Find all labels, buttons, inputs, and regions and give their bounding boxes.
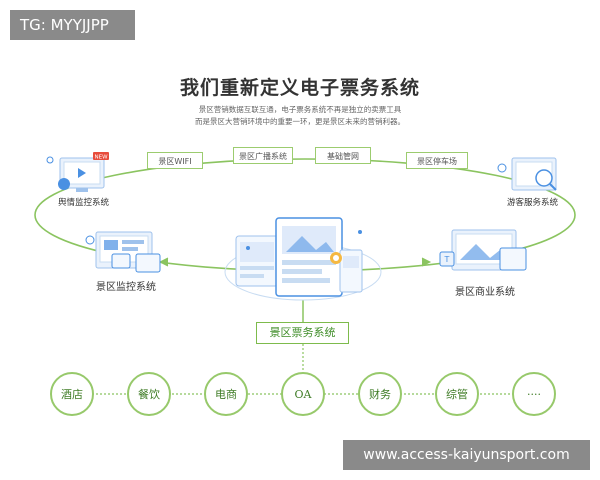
svg-text:T: T xyxy=(444,255,450,264)
page-title: 我们重新定义电子票务系统 xyxy=(179,77,420,99)
central-platform-icon xyxy=(224,217,382,301)
new-badge-text: NEW xyxy=(94,155,108,161)
box-scenic-wifi: 景区WIFI xyxy=(147,152,203,169)
subtitle-line-1: 景区营销数据互联互通，电子票务系统不再是独立的卖票工具 xyxy=(198,105,402,114)
subtitle-line-2: 而是景区大营销环境中的重要一环，更是景区未来的营销利器。 xyxy=(195,117,405,126)
site-url-banner: www.access-kaiyunsport.com xyxy=(343,440,590,470)
label-public-opinion: 舆情监控系统 xyxy=(58,198,110,208)
circle-finance: 财务 xyxy=(358,372,402,416)
monitoring-screens-icon xyxy=(85,231,161,273)
circle-hotel: 酒店 xyxy=(50,372,94,416)
label-monitoring: 景区监控系统 xyxy=(96,282,156,293)
label-commerce: 景区商业系统 xyxy=(455,287,515,298)
circle-more: ···· xyxy=(512,372,556,416)
circle-catering: 餐饮 xyxy=(127,372,171,416)
ring-arrow-left xyxy=(158,257,169,267)
box-broadcast-system: 景区广播系统 xyxy=(233,147,293,164)
commerce-screens-icon: T xyxy=(439,229,527,271)
ticket-system-box: 景区票务系统 xyxy=(256,322,349,344)
public-opinion-monitor-icon: NEW xyxy=(46,152,109,192)
label-tourist-service: 游客服务系统 xyxy=(507,198,559,208)
watermark-tag: TG: MYYJJPP xyxy=(10,10,135,40)
ring-arrow-right xyxy=(421,257,432,267)
tourist-service-monitor-icon xyxy=(497,157,557,191)
circle-oa: OA xyxy=(281,372,325,416)
circle-general-management: 综管 xyxy=(435,372,479,416)
box-infrastructure-network: 基础管网 xyxy=(315,147,371,164)
circle-ecommerce: 电商 xyxy=(204,372,248,416)
box-parking-lot: 景区停车场 xyxy=(406,152,468,169)
